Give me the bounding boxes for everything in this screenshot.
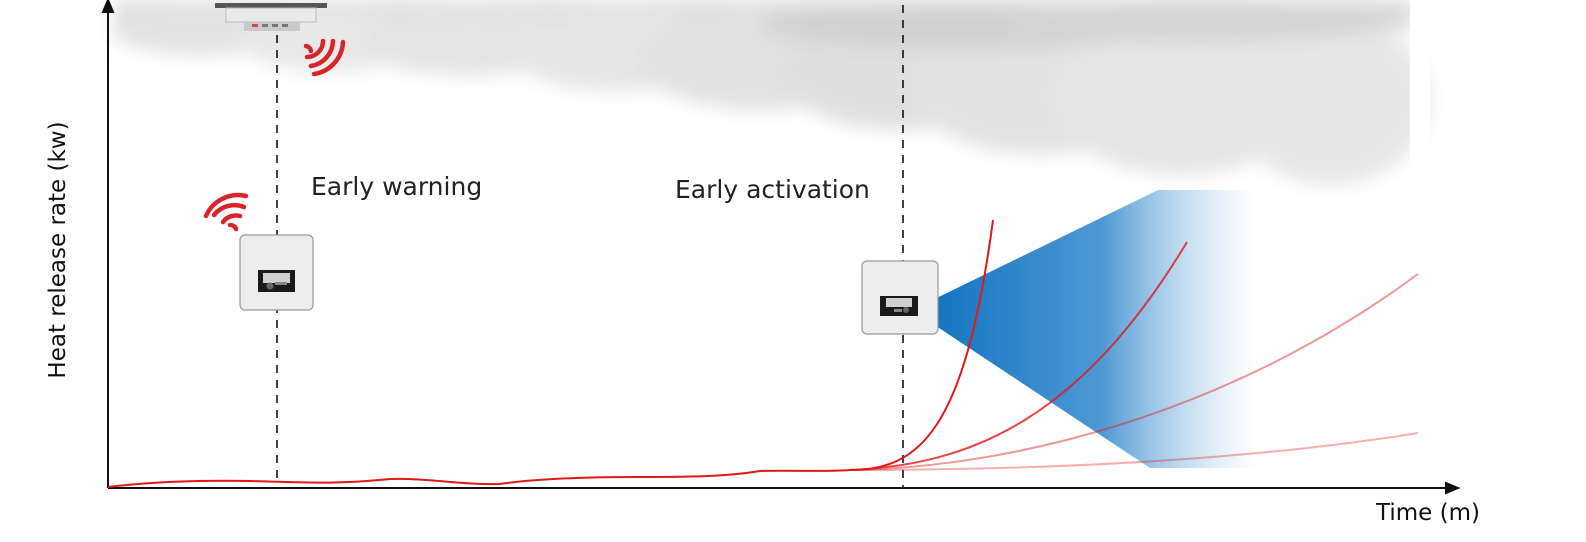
curve-2 (849, 241, 1188, 471)
early-activation-label: Early activation (675, 175, 870, 204)
smoke-layer (110, 0, 1430, 185)
suppression-beam (912, 190, 1258, 468)
smoke-detector-icon (215, 3, 327, 31)
y-axis-arrow (101, 0, 115, 13)
wall-sensor-icon (239, 234, 314, 311)
wall-sensor-icon (861, 260, 939, 335)
wireless-signal-icon (203, 192, 249, 232)
smoke-right-edge (1410, 0, 1430, 190)
early-warning-label: Early warning (311, 172, 483, 201)
baseline-curve (107, 469, 851, 488)
x-axis-label: Time (m) (1376, 500, 1480, 526)
x-axis-arrow (1445, 481, 1461, 495)
heat-release-curves (107, 219, 1419, 488)
y-axis-label: Heat release rate (kw) (45, 121, 71, 379)
wireless-signal-icon (303, 38, 346, 77)
curve-3 (849, 273, 1419, 471)
axes (101, 0, 1461, 495)
curve-4 (849, 432, 1419, 471)
